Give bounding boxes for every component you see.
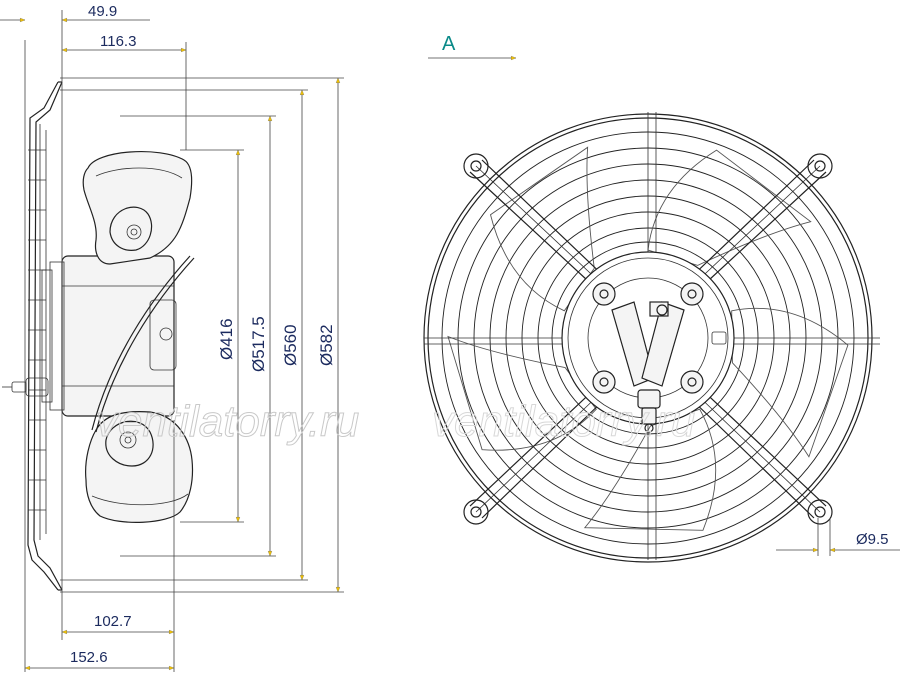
- dim-label-dia-582: Ø582: [317, 324, 336, 366]
- fan-blade: [647, 149, 812, 266]
- dim-116-3: 116.3: [61, 33, 187, 53]
- dim-102-7: 102.7: [61, 613, 175, 635]
- fan-blade: [447, 335, 597, 451]
- front-view: [423, 112, 880, 563]
- dim-label-152-6: 152.6: [70, 649, 108, 666]
- hub-bolts: [592, 282, 704, 394]
- dim-49-9: 49.9: [0, 3, 150, 23]
- mounting-arms: [469, 159, 827, 519]
- dim-label-dia-416: Ø416: [217, 318, 236, 360]
- dim-label-hole-9-5: Ø9.5: [856, 531, 889, 548]
- dim-hole-9-5: Ø9.5: [776, 518, 900, 556]
- fan-blade: [583, 408, 717, 531]
- view-arrow-a: A: [428, 33, 517, 61]
- watermark: ventilatorry.ru: [96, 397, 359, 446]
- dim-dia-517: Ø517.5: [120, 115, 276, 557]
- side-view: [2, 81, 195, 591]
- fan-blade: [731, 307, 849, 458]
- dim-dia-582: Ø582: [60, 77, 344, 593]
- dim-label-dia-560: Ø560: [281, 324, 300, 366]
- front-cable-gland: [637, 389, 661, 433]
- fan-blades: [447, 146, 849, 531]
- corner-lug-top-right: [807, 153, 833, 179]
- dim-label-49-9: 49.9: [88, 3, 117, 20]
- corner-lug-top-left: [463, 153, 489, 179]
- corner-lug-bottom-left: [463, 499, 489, 525]
- grille-ribs: [28, 149, 46, 511]
- watermark-right: ventilatorry.ru: [432, 397, 695, 446]
- dim-label-116-3: 116.3: [100, 33, 136, 50]
- corner-lug-bottom-right: [807, 499, 833, 525]
- dim-dia-416: Ø416: [180, 149, 244, 523]
- motor-body: [61, 255, 175, 417]
- cable-gland: [2, 377, 49, 397]
- dim-152-6: 152.6: [24, 649, 175, 671]
- fan-blade: [490, 146, 595, 312]
- dim-dia-560: Ø560: [60, 89, 308, 581]
- dim-label-dia-517: Ø517.5: [249, 316, 268, 372]
- dim-label-102-7: 102.7: [94, 613, 132, 630]
- motor-bracket: [611, 301, 727, 387]
- view-label: A: [442, 33, 456, 55]
